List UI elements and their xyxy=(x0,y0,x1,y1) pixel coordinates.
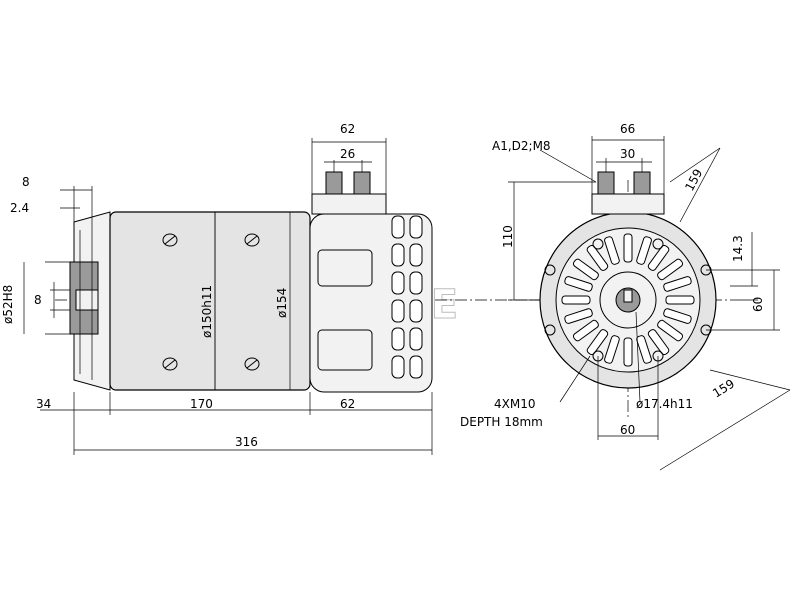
radial-slot xyxy=(604,335,620,364)
radial-slot xyxy=(586,244,609,271)
dim-rear-length: 62 xyxy=(340,397,355,411)
dim-diag-bottom: 159 xyxy=(710,377,737,401)
terminal-stud xyxy=(325,171,343,195)
mount-hole xyxy=(592,238,604,250)
dim-key-offset: 14.3 xyxy=(731,235,745,262)
mount-hole xyxy=(544,264,556,276)
dim-overall-length: 316 xyxy=(235,435,258,449)
body-screw xyxy=(244,357,260,371)
terminal-stud xyxy=(597,171,615,195)
dim-end-top-width: 66 xyxy=(620,122,635,136)
radial-slot xyxy=(586,329,609,356)
dim-mount-depth: DEPTH 18mm xyxy=(460,415,543,429)
radial-slot xyxy=(604,236,620,265)
radial-slot xyxy=(564,276,593,292)
radial-slot xyxy=(647,244,670,271)
radial-slot xyxy=(657,258,684,281)
dim-end-terminal-spacing: 30 xyxy=(620,147,635,161)
dim-terminal-spacing: 26 xyxy=(340,147,355,161)
radial-slots xyxy=(561,233,695,367)
dim-terminal-height: 110 xyxy=(501,225,515,248)
dim-flange-length: 34 xyxy=(36,397,51,411)
dim-bolt-horizontal: 60 xyxy=(620,423,635,437)
radial-slot xyxy=(665,295,695,305)
dim-diag-top: 159 xyxy=(682,167,705,194)
radial-slot xyxy=(663,308,692,324)
inspection-window xyxy=(317,329,373,371)
dim-top-width: 62 xyxy=(340,122,355,136)
radial-slot xyxy=(636,335,652,364)
radial-slot xyxy=(572,319,599,342)
dim-body-dia: ø150h11 xyxy=(200,285,214,338)
terminal-stud xyxy=(353,171,371,195)
mount-hole xyxy=(652,238,664,250)
radial-slot xyxy=(572,258,599,281)
body-screw xyxy=(162,357,178,371)
radial-slot xyxy=(647,329,670,356)
radial-slot xyxy=(657,319,684,342)
dim-mount-thread: 4XM10 xyxy=(494,397,535,411)
radial-slot xyxy=(561,295,591,305)
dim-shaft-end: 8 xyxy=(22,175,30,189)
mount-hole xyxy=(544,324,556,336)
side-view: 62 26 8 2.4 ø52H8 8 ø150h11 ø154 34 170 … xyxy=(1,122,545,455)
radial-slot xyxy=(636,236,652,265)
shaft-key xyxy=(623,289,633,303)
radial-slot xyxy=(564,308,593,324)
cooling-slots xyxy=(391,215,423,379)
radial-slot xyxy=(663,276,692,292)
inspection-window xyxy=(317,249,373,287)
radial-slot xyxy=(623,233,633,263)
shaft-stub xyxy=(75,289,99,311)
radial-slot xyxy=(623,337,633,367)
dim-key-width: 8 xyxy=(34,293,42,307)
terminal-stud xyxy=(633,171,651,195)
end-terminal-block xyxy=(591,193,665,215)
dim-shaft-dia: ø17.4h11 xyxy=(636,397,693,411)
dim-terminal-label: A1,D2;M8 xyxy=(492,139,551,153)
dim-spigot-dia: ø52H8 xyxy=(1,285,15,324)
body-screw xyxy=(244,233,260,247)
dim-shaft-offset: 2.4 xyxy=(10,201,29,215)
terminal-block xyxy=(311,193,387,215)
dim-bolt-vertical: 60 xyxy=(751,297,765,312)
dim-housing-dia: ø154 xyxy=(275,288,289,318)
body-screw xyxy=(162,233,178,247)
end-view: A1,D2;M8 66 30 110 159 14.3 60 159 4XM10… xyxy=(460,122,791,471)
dim-body-length: 170 xyxy=(190,397,213,411)
